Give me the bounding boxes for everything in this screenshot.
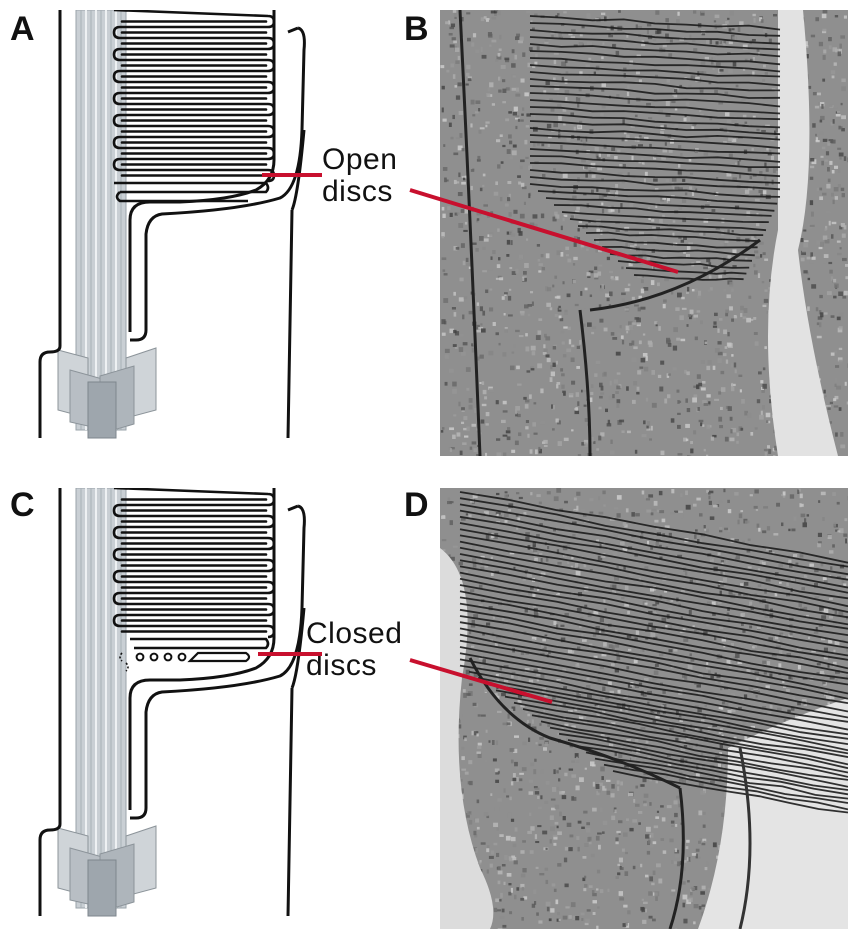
closed-vesicle: [165, 654, 172, 661]
closed-discs-label: Closed discs: [306, 618, 402, 681]
disc-stack: [114, 10, 274, 201]
schematic-open-discs: [30, 10, 320, 440]
closed-discs-label-line2: discs: [306, 650, 402, 682]
closed-discs-label-line1: Closed: [306, 618, 402, 650]
open-disc-upper: [114, 183, 268, 192]
closed-vesicle: [137, 654, 144, 661]
open-discs-label-line1: Open: [322, 144, 397, 176]
open-discs-label-line2: discs: [322, 176, 397, 208]
closed-vesicle: [179, 654, 186, 661]
schematic-closed-discs: [30, 488, 320, 918]
closed-disc-rim: [190, 653, 249, 661]
panel-letter-d: D: [404, 488, 429, 522]
panel-letter-b: B: [404, 12, 429, 46]
disc-folds: [114, 10, 274, 181]
open-discs-label: Open discs: [322, 144, 397, 207]
disc-stack: [114, 488, 274, 671]
closing-disc: [130, 639, 268, 648]
micrograph-open-discs: [440, 10, 848, 456]
closed-vesicle: [151, 654, 158, 661]
micrograph-closed-discs: [440, 488, 848, 929]
